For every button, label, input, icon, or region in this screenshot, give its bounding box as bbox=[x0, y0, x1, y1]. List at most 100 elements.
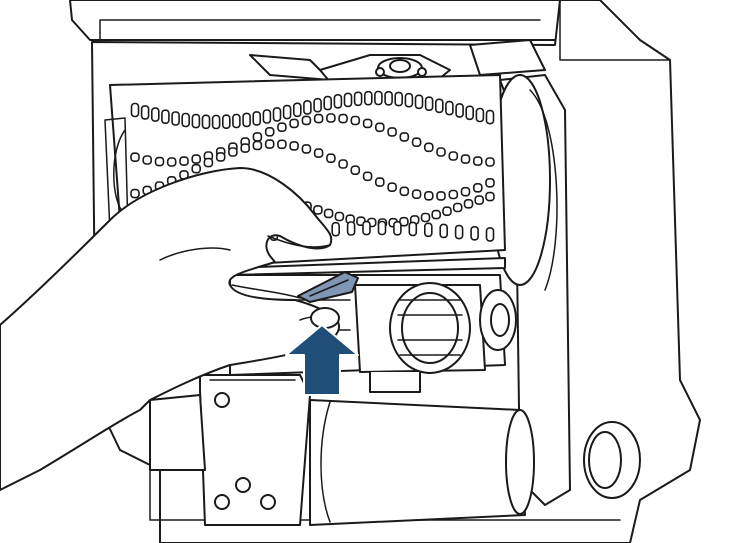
bristle bbox=[475, 107, 485, 123]
bristle bbox=[387, 127, 397, 137]
bristle bbox=[154, 156, 165, 167]
bristle bbox=[404, 92, 414, 108]
bristle bbox=[485, 191, 495, 202]
bristle bbox=[171, 111, 180, 126]
bristle bbox=[301, 144, 312, 154]
bristle bbox=[350, 115, 361, 126]
bristle bbox=[362, 171, 373, 182]
bristle bbox=[191, 154, 201, 164]
bristle bbox=[333, 94, 343, 109]
bristle bbox=[374, 90, 383, 106]
bristle bbox=[161, 109, 170, 124]
bristle bbox=[142, 155, 152, 165]
hand-icon bbox=[0, 167, 340, 491]
bristle bbox=[452, 202, 463, 213]
bristle bbox=[242, 112, 251, 128]
bristle bbox=[436, 147, 446, 157]
bristle bbox=[326, 113, 336, 123]
bottom-cylinder bbox=[309, 399, 535, 526]
bristle bbox=[387, 182, 397, 192]
bristle bbox=[399, 186, 410, 197]
bristle bbox=[408, 221, 418, 237]
bristle bbox=[485, 109, 495, 125]
bristle bbox=[393, 221, 402, 236]
bristle bbox=[474, 195, 485, 205]
cover-flaps bbox=[249, 39, 546, 83]
bristle bbox=[303, 100, 312, 115]
bristle bbox=[130, 152, 140, 162]
bristle bbox=[301, 115, 312, 126]
bristle bbox=[338, 113, 348, 124]
bristle bbox=[485, 178, 495, 188]
bristle bbox=[130, 188, 140, 199]
bristle bbox=[350, 165, 361, 175]
bristle bbox=[151, 107, 160, 122]
bristle bbox=[424, 96, 434, 111]
bristle bbox=[203, 157, 214, 168]
bristle bbox=[423, 191, 434, 201]
bristle bbox=[272, 107, 282, 122]
bristle bbox=[470, 226, 479, 241]
bristle bbox=[362, 118, 373, 129]
bristle bbox=[465, 105, 475, 121]
bristle bbox=[262, 109, 272, 124]
bristle bbox=[211, 114, 221, 130]
bristle bbox=[423, 222, 433, 238]
bristle bbox=[130, 102, 140, 118]
bristle bbox=[445, 100, 454, 116]
bristle bbox=[374, 177, 385, 187]
bristle bbox=[334, 211, 345, 222]
bristle bbox=[442, 206, 452, 216]
bristle bbox=[313, 205, 323, 215]
bristle bbox=[414, 94, 424, 110]
bristle bbox=[181, 112, 190, 128]
bristle bbox=[455, 103, 464, 118]
bristle bbox=[252, 111, 261, 126]
bristle bbox=[331, 221, 341, 237]
bristle bbox=[485, 157, 495, 167]
bristle bbox=[363, 90, 373, 106]
bristle bbox=[399, 132, 410, 142]
bristle bbox=[434, 98, 444, 114]
bristle bbox=[191, 113, 201, 129]
bristle bbox=[377, 220, 387, 236]
bristle bbox=[394, 91, 404, 107]
bristle bbox=[282, 104, 292, 120]
arrow-up-icon bbox=[285, 324, 359, 396]
bristle bbox=[411, 189, 422, 199]
bristle bbox=[292, 102, 302, 118]
bristle bbox=[353, 91, 363, 107]
bristle bbox=[326, 153, 336, 163]
bristle bbox=[289, 141, 299, 151]
bristle bbox=[338, 159, 348, 169]
bristle bbox=[431, 209, 442, 220]
bristle bbox=[252, 140, 263, 151]
bristle bbox=[191, 163, 201, 174]
machine-top-frame bbox=[69, 0, 571, 41]
bristle bbox=[323, 95, 333, 111]
bristle bbox=[166, 157, 177, 167]
bristle bbox=[463, 199, 474, 209]
bristle bbox=[448, 151, 459, 161]
mounting-plate bbox=[149, 374, 311, 526]
bristle bbox=[454, 224, 464, 240]
bristle bbox=[323, 208, 334, 219]
bristle bbox=[277, 122, 287, 132]
bristle bbox=[423, 142, 434, 153]
bristle bbox=[264, 139, 275, 149]
bristle bbox=[374, 122, 385, 133]
bristle bbox=[460, 186, 471, 197]
bristle bbox=[140, 105, 150, 120]
bristle bbox=[436, 191, 446, 201]
bristle bbox=[264, 127, 275, 137]
bristle bbox=[179, 156, 189, 166]
bristle bbox=[384, 91, 393, 106]
bristle bbox=[313, 97, 322, 113]
bristle bbox=[346, 221, 356, 236]
bristle bbox=[289, 118, 299, 129]
bristle bbox=[228, 147, 238, 157]
bristle bbox=[472, 183, 483, 193]
bristle bbox=[420, 212, 431, 223]
